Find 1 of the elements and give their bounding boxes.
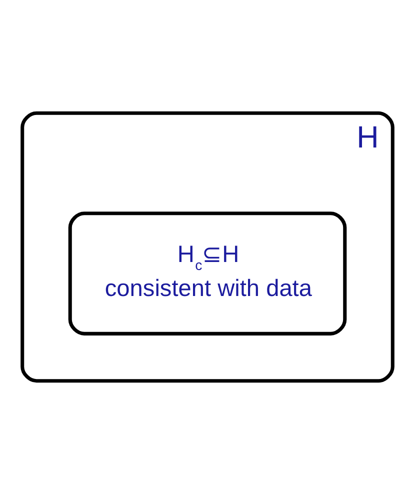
node-box: H$_{c}$⊆H consistent with data	[68, 212, 347, 336]
